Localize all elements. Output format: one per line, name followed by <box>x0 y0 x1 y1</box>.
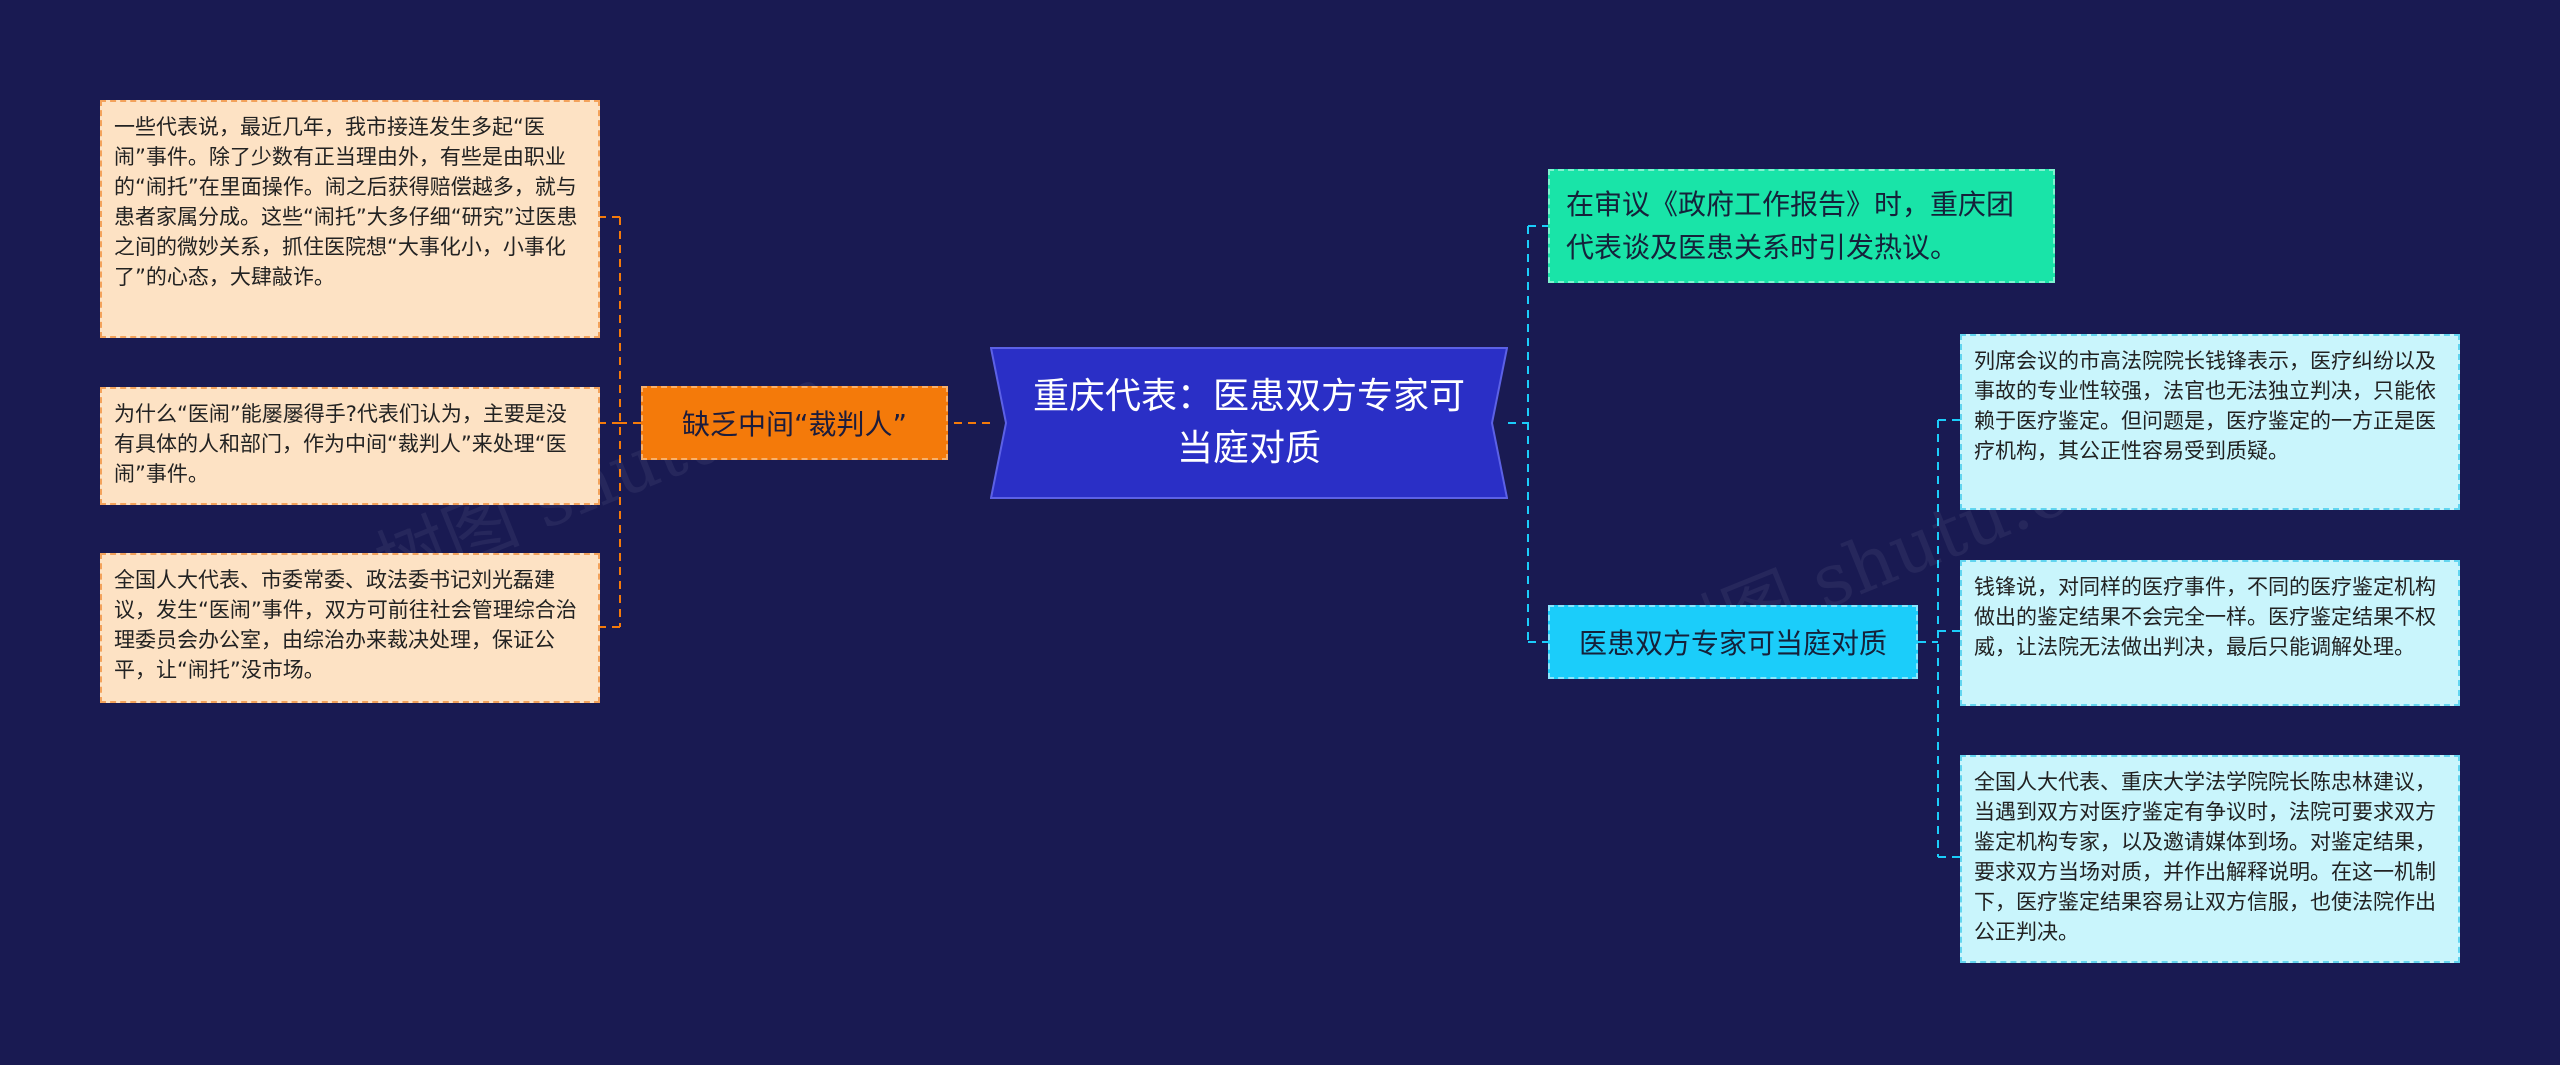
branch-topic-left[interactable]: 缺乏中间“裁判人” <box>641 386 948 460</box>
right-leaf-3-text: 全国人大代表、重庆大学法学院院长陈忠林建议，当遇到双方对医疗鉴定有争议时，法院可… <box>1974 770 2436 944</box>
branch-topic-right-bottom[interactable]: 医患双方专家可当庭对质 <box>1548 605 1918 679</box>
central-topic-label: 重庆代表：医患双方专家可当庭对质 <box>1032 376 1465 469</box>
right-leaf-2[interactable]: 钱锋说，对同样的医疗事件，不同的医疗鉴定机构做出的鉴定结果不会完全一样。医疗鉴定… <box>1960 560 2460 706</box>
branch-topic-right-top[interactable]: 在审议《政府工作报告》时，重庆团代表谈及医患关系时引发热议。 <box>1548 169 2055 283</box>
left-leaf-1[interactable]: 一些代表说，最近几年，我市接连发生多起“医闹”事件。除了少数有正当理由外，有些是… <box>100 100 600 338</box>
right-leaf-3[interactable]: 全国人大代表、重庆大学法学院院长陈忠林建议，当遇到双方对医疗鉴定有争议时，法院可… <box>1960 755 2460 963</box>
branch-topic-right-bottom-label: 医患双方专家可当庭对质 <box>1578 627 1887 660</box>
left-leaf-3[interactable]: 全国人大代表、市委常委、政法委书记刘光磊建议，发生“医闹”事件，双方可前往社会管… <box>100 553 600 703</box>
left-leaf-1-text: 一些代表说，最近几年，我市接连发生多起“医闹”事件。除了少数有正当理由外，有些是… <box>114 115 578 289</box>
link-rb-trunk <box>1918 420 1939 857</box>
branch-topic-left-label: 缺乏中间“裁判人” <box>681 408 907 441</box>
link-left-trunk <box>619 217 641 627</box>
right-leaf-2-text: 钱锋说，对同样的医疗事件，不同的医疗鉴定机构做出的鉴定结果不会完全一样。医疗鉴定… <box>1974 575 2436 659</box>
right-leaf-1[interactable]: 列席会议的市高法院院长钱锋表示，医疗纠纷以及事故的专业性较强，法官也无法独立判决… <box>1960 334 2460 510</box>
left-leaf-2[interactable]: 为什么“医闹”能屡屡得手?代表们认为，主要是没有具体的人和部门，作为中间“裁判人… <box>100 387 600 505</box>
central-topic[interactable]: 重庆代表：医患双方专家可当庭对质 <box>990 347 1508 499</box>
left-leaf-2-text: 为什么“医闹”能屡屡得手?代表们认为，主要是没有具体的人和部门，作为中间“裁判人… <box>114 402 567 486</box>
right-leaf-1-text: 列席会议的市高法院院长钱锋表示，医疗纠纷以及事故的专业性较强，法官也无法独立判决… <box>1974 349 2436 463</box>
left-leaf-3-text: 全国人大代表、市委常委、政法委书记刘光磊建议，发生“医闹”事件，双方可前往社会管… <box>114 568 577 682</box>
branch-topic-right-top-label: 在审议《政府工作报告》时，重庆团代表谈及医患关系时引发热议。 <box>1566 188 2015 264</box>
